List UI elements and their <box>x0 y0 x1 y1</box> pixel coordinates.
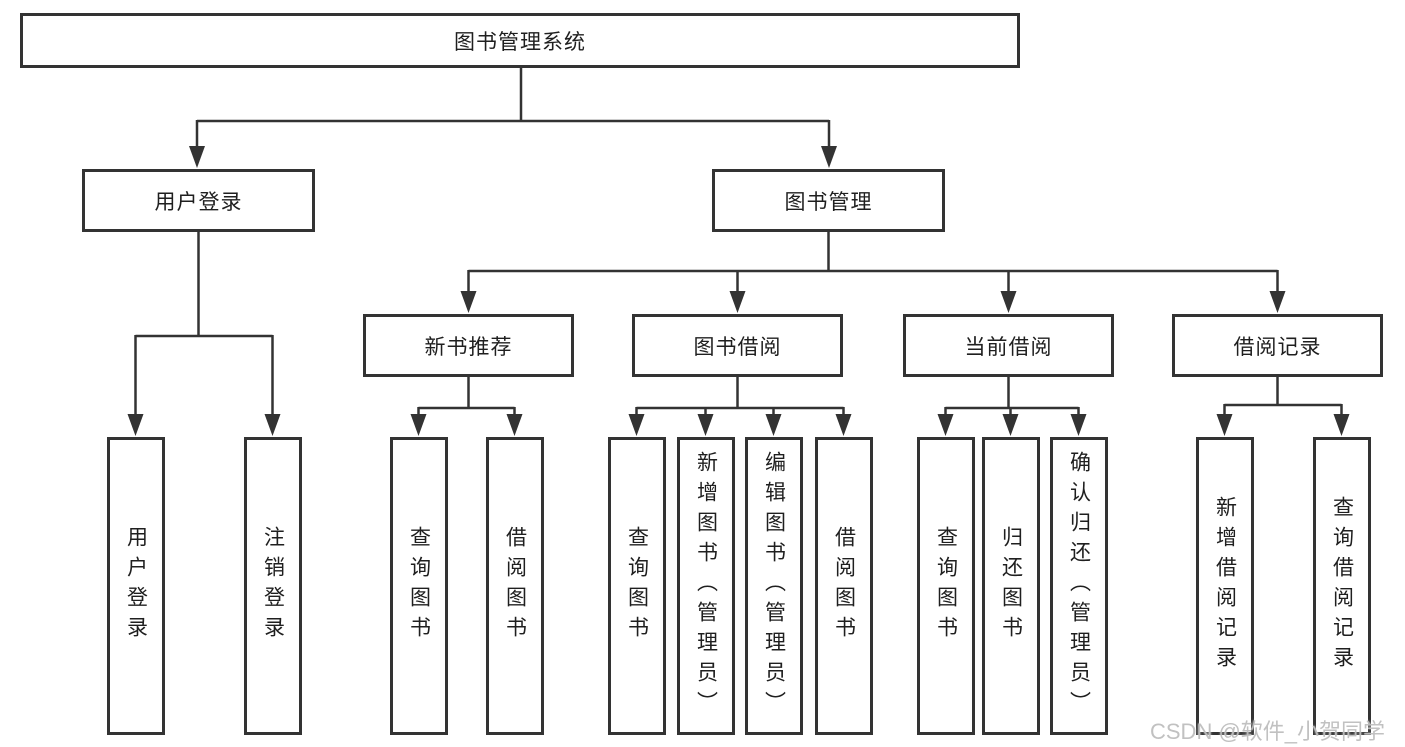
node-label: 图书管理系统 <box>454 30 586 54</box>
node-label: 当前借阅 <box>964 335 1053 359</box>
node-label: 借阅记录 <box>1233 335 1322 359</box>
node-new-book-recommendation: 新书推荐 <box>363 314 574 377</box>
leaf-query-books-borrowing: 查询图书 <box>608 437 666 735</box>
node-user-login: 用户登录 <box>82 169 315 232</box>
node-label: 查询图书 <box>625 526 649 646</box>
node-current-borrowing: 当前借阅 <box>903 314 1114 377</box>
leaf-query-books-recommend: 查询图书 <box>390 437 448 735</box>
leaf-user-login: 用户登录 <box>107 437 165 735</box>
node-library-management-system: 图书管理系统 <box>20 13 1020 68</box>
node-book-management: 图书管理 <box>712 169 945 232</box>
node-book-borrowing: 图书借阅 <box>632 314 843 377</box>
node-label: 新增图书（管理员） <box>694 451 718 721</box>
node-label: 图书管理 <box>784 190 873 214</box>
node-label: 注销登录 <box>261 526 285 646</box>
node-label: 查询图书 <box>934 526 958 646</box>
leaf-confirm-return-admin: 确认归还（管理员） <box>1050 437 1108 735</box>
node-label: 归还图书 <box>999 526 1023 646</box>
node-borrowing-records: 借阅记录 <box>1172 314 1383 377</box>
node-label: 新书推荐 <box>424 335 513 359</box>
node-label: 借阅图书 <box>832 526 856 646</box>
node-label: 编辑图书（管理员） <box>762 451 786 721</box>
node-label: 新增借阅记录 <box>1213 496 1237 676</box>
leaf-return-books: 归还图书 <box>982 437 1040 735</box>
node-label: 确认归还（管理员） <box>1067 451 1091 721</box>
leaf-borrow-books-recommend: 借阅图书 <box>486 437 544 735</box>
leaf-add-books-admin: 新增图书（管理员） <box>677 437 735 735</box>
csdn-watermark: CSDN @软件_小贺同学 <box>1150 719 1386 744</box>
node-label: 图书借阅 <box>693 335 782 359</box>
node-label: 查询借阅记录 <box>1330 496 1354 676</box>
leaf-query-books-current: 查询图书 <box>917 437 975 735</box>
leaf-add-borrow-record: 新增借阅记录 <box>1196 437 1254 735</box>
leaf-borrow-books-borrowing: 借阅图书 <box>815 437 873 735</box>
node-label: 查询图书 <box>407 526 431 646</box>
node-label: 用户登录 <box>124 526 148 646</box>
leaf-logout: 注销登录 <box>244 437 302 735</box>
leaf-edit-books-admin: 编辑图书（管理员） <box>745 437 803 735</box>
leaf-query-borrow-record: 查询借阅记录 <box>1313 437 1371 735</box>
node-label: 借阅图书 <box>503 526 527 646</box>
node-label: 用户登录 <box>154 190 243 214</box>
arrowheads <box>127 146 1350 436</box>
